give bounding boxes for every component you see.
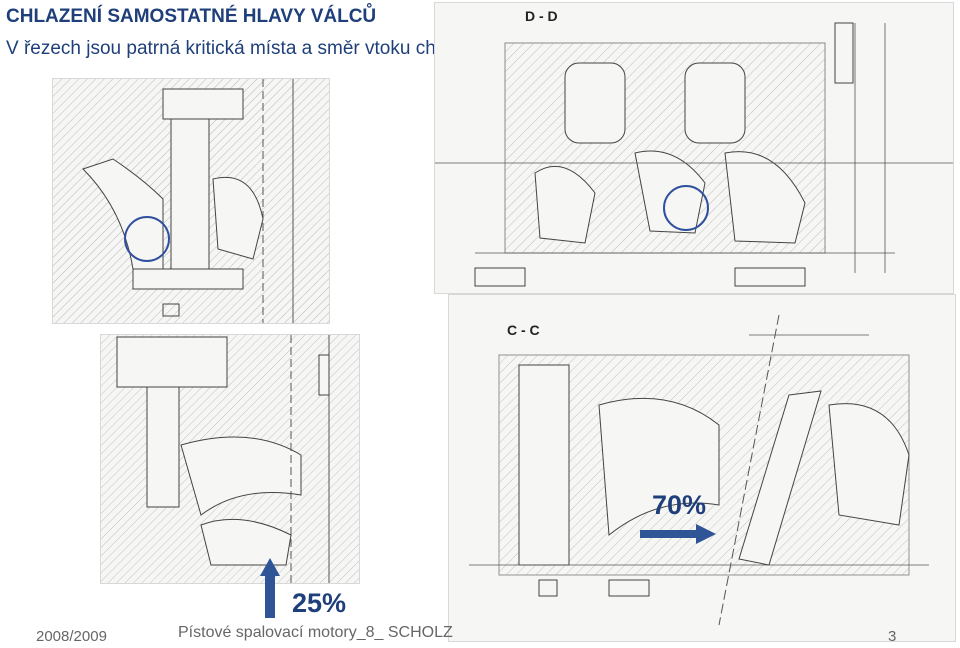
flow-arrow-right [640, 524, 716, 544]
flow-share-25: 25% [292, 588, 347, 618]
section-sketch-left-top [53, 79, 329, 323]
section-sketch-left-bottom [101, 335, 359, 583]
drawing-section-left-top [52, 78, 330, 324]
drawing-section-left-bottom [100, 334, 360, 584]
footer-year: 2008/2009 [36, 628, 107, 645]
critical-spot-circle-dd [663, 185, 709, 231]
critical-spot-circle [124, 216, 170, 262]
drawing-section-cc: C - C [448, 294, 956, 642]
slide-subtitle: V řezech jsou patrná kritická místa a sm… [6, 38, 486, 59]
section-sketch-cc: C - C [469, 314, 929, 626]
flow-share-70: 70% [652, 490, 707, 520]
dd-label: D - D [525, 8, 558, 24]
flow-arrow-up [260, 558, 280, 618]
slide-title: CHLAZENÍ SAMOSTATNÉ HLAVY VÁLCŮ [6, 6, 377, 27]
cc-label: C - C [507, 322, 540, 338]
section-sketch-dd: D - D [435, 8, 953, 287]
footer-course: Pístové spalovací motory_8_ SCHOLZ [178, 624, 453, 641]
drawing-section-dd: D - D [434, 2, 954, 294]
footer-page-number: 3 [888, 628, 897, 645]
